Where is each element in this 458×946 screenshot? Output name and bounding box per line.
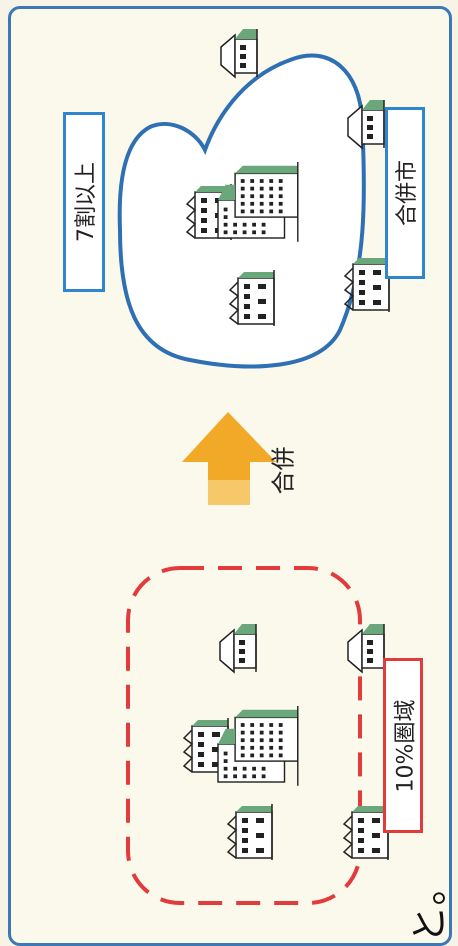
trailing-text: と。 <box>407 866 452 944</box>
merge-label-box: 合併 <box>261 430 301 510</box>
house-icon <box>219 623 257 673</box>
threshold-label-box: 7割以上 <box>63 112 105 292</box>
threshold-label: 7割以上 <box>74 162 99 242</box>
rowhouse-icon <box>227 803 273 861</box>
sphere-dashed-outline <box>126 566 362 905</box>
merge-label: 合併 <box>269 446 298 494</box>
sphere-label: 10%圏域 <box>393 699 418 792</box>
merged-city-label: 合併市 <box>395 159 421 227</box>
trailing-text-box: と。 <box>396 867 456 943</box>
merged-city-label-box: 合併市 <box>385 107 425 279</box>
house-icon <box>220 28 258 78</box>
sphere-label-box: 10%圏域 <box>383 658 423 833</box>
arrow-up-icon <box>182 412 276 505</box>
apartment-building-icon <box>217 705 299 787</box>
rowhouse-icon <box>343 803 389 861</box>
house-icon <box>347 623 385 673</box>
